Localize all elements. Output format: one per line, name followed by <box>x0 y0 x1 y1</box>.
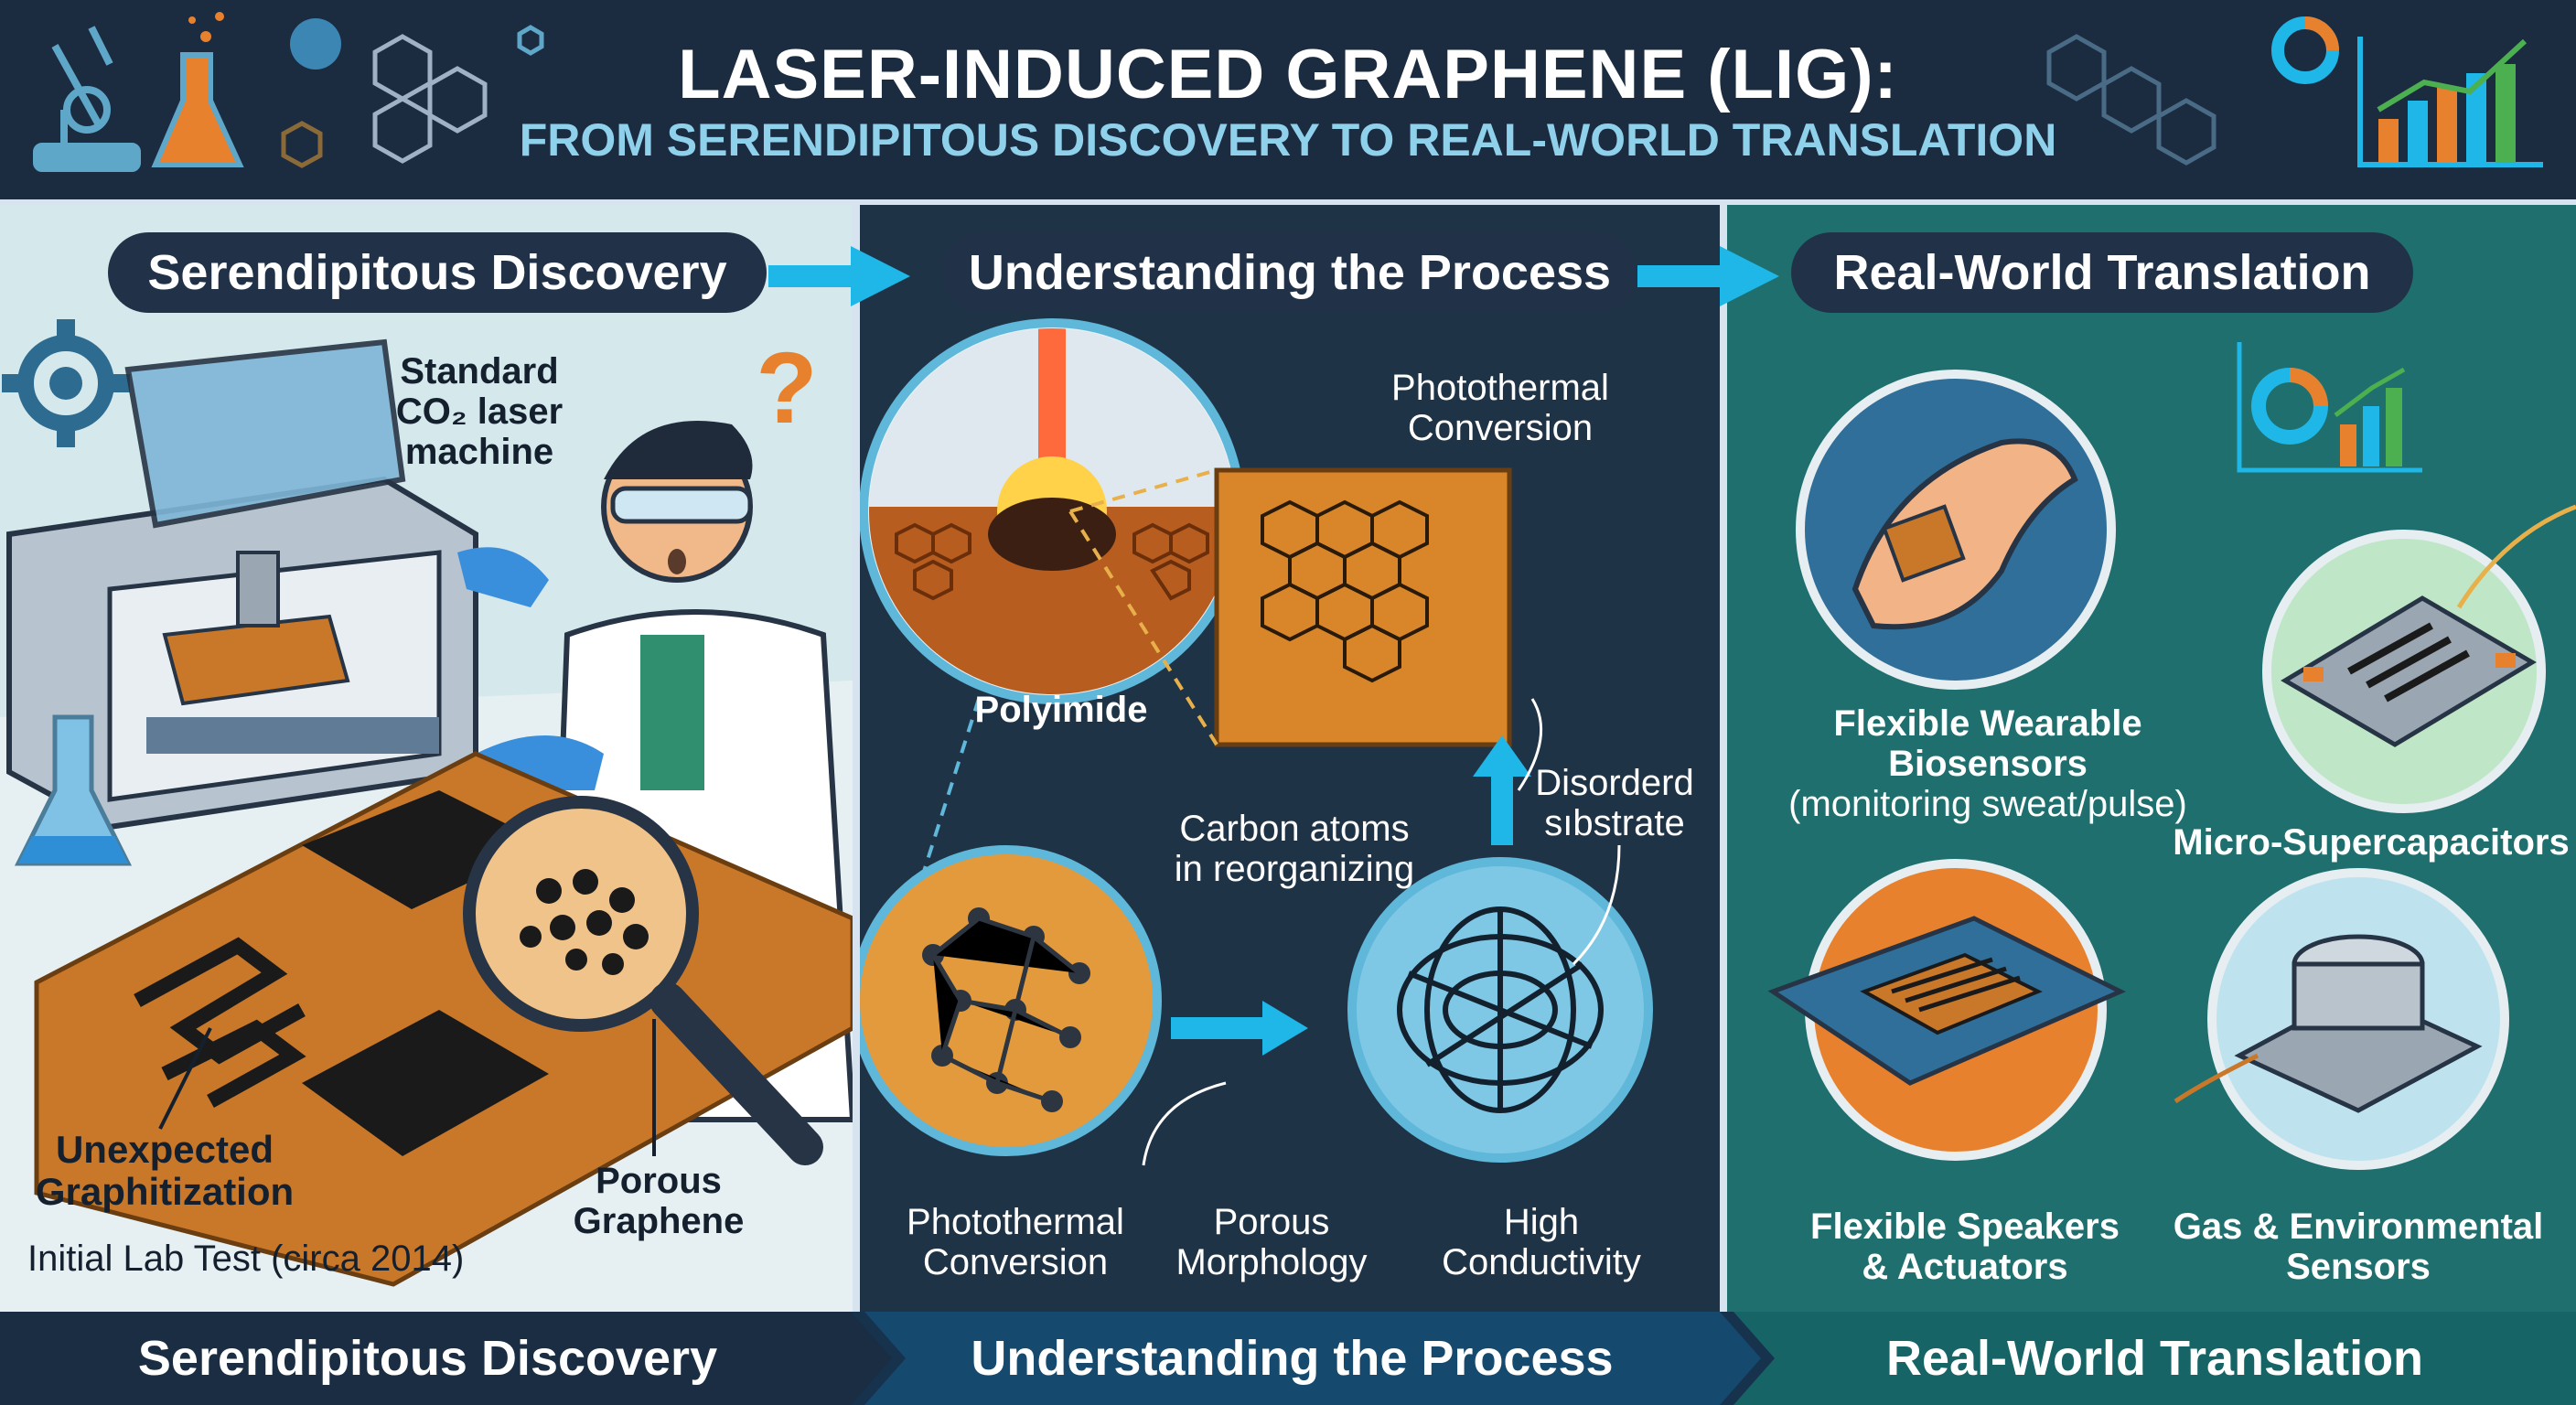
porous-morphology-label: Porous Morphology <box>1143 1202 1400 1282</box>
carbon-atoms-label: Carbon atoms in reorganizing <box>1153 809 1436 889</box>
machine-label: Standard CO₂ laser machine <box>370 351 589 472</box>
wearable-line1: Flexible Wearable <box>1833 703 2142 744</box>
header-divider <box>0 199 2576 205</box>
carbon-atoms-label-line2: in reorganizing <box>1174 849 1415 889</box>
porous-graphene-label: Porous Graphene <box>558 1161 759 1241</box>
high-conductivity-label: High Conductivity <box>1409 1202 1674 1282</box>
flow-arrow-1-icon <box>768 246 910 306</box>
machine-label-line2: CO₂ laser <box>395 391 564 432</box>
graphitization-label: Unexpected Graphitization <box>27 1128 302 1214</box>
wearable-biosensors-label: Flexible Wearable Biosensors (monitoring… <box>1773 703 2203 824</box>
speakers-actuators-label: Flexible Speakers & Actuators <box>1791 1207 2139 1287</box>
graphitization-label-line1: Unexpected <box>55 1128 274 1171</box>
microscope-icon <box>33 26 141 172</box>
arrow-up-icon <box>1473 735 1531 845</box>
carbon-atoms-label-line1: Carbon atoms <box>1179 809 1410 849</box>
carbon-atoms-circle <box>860 845 1162 1156</box>
gas-line2: Sensors <box>2286 1247 2431 1287</box>
photothermal-bottom-line1: Photothermal <box>907 1202 1124 1242</box>
speakers-line1: Flexible Speakers <box>1810 1207 2120 1247</box>
machine-label-line1: Standard <box>400 351 559 391</box>
flow-arrow-2-icon <box>1637 246 1779 306</box>
panel-separator-1 <box>853 205 860 1312</box>
polyimide-label: Polyimide <box>974 690 1148 730</box>
footer-discovery: Serendipitous Discovery <box>137 1331 718 1386</box>
beaker-illustration <box>14 714 133 866</box>
analytics-chart-icon <box>2237 342 2422 473</box>
gear-icon <box>2 319 130 447</box>
hexagon-network-icon <box>281 25 544 168</box>
header-icons <box>33 12 2543 172</box>
panel-translation: Real-World Translation Flexible Wearable… <box>1727 205 2576 1312</box>
footer-process: Understanding the Process <box>971 1331 1614 1386</box>
porous-morphology-line2: Morphology <box>1175 1242 1368 1282</box>
laser-machine-illustration <box>6 338 478 831</box>
chat-bubble-icon <box>290 18 341 70</box>
bubbles-icon <box>188 12 224 42</box>
heading-pill-translation: Real-World Translation <box>1791 232 2413 313</box>
high-conductivity-line1: High <box>1503 1202 1580 1242</box>
panel-translation-art <box>1727 205 2576 1312</box>
footer-translation: Real-World Translation <box>1885 1331 2424 1386</box>
disorderd-label-line1: Disorderd <box>1535 763 1694 803</box>
page-subtitle: FROM SERENDIPITOUS DISCOVERY TO REAL-WOR… <box>519 114 2057 166</box>
disorderd-substrate-label: Disorderd sıbstrate <box>1509 763 1720 843</box>
graphitization-label-line2: Graphitization <box>35 1170 295 1214</box>
heading-pill-process: Understanding the Process <box>942 232 1637 313</box>
hexagon-network-right-icon <box>2046 34 2216 166</box>
lab-test-label: Initial Lab Test (circa 2014) <box>27 1239 465 1279</box>
photothermal-top-line1: Photothermal <box>1391 368 1609 408</box>
panel-process-art <box>860 318 1653 1166</box>
photothermal-top-line2: Conversion <box>1407 408 1594 448</box>
porous-graphene-label-line2: Graphene <box>573 1201 745 1241</box>
laser-zoom-circle <box>860 318 1245 704</box>
page-title: LASER-INDUCED GRAPHENE (LIG): <box>678 36 1898 113</box>
panel-process: Understanding the Process Photothermal C… <box>860 205 1720 1312</box>
porous-graphene-label-line1: Porous <box>596 1161 722 1201</box>
supercapacitor-circle <box>2262 504 2576 813</box>
speakers-line2: & Actuators <box>1862 1247 2068 1287</box>
photothermal-top-label: Photothermal Conversion <box>1363 368 1637 448</box>
wearable-line3: (monitoring sweat/pulse) <box>1788 784 2187 824</box>
speaker-actuator-circle <box>1767 859 2126 1161</box>
wearable-biosensor-circle <box>1796 370 2116 690</box>
flow-arrows <box>768 246 1779 306</box>
bar-chart-icon <box>2357 37 2543 167</box>
photothermal-bottom-label: Photothermal Conversion <box>878 1202 1153 1282</box>
porous-network-circle <box>1347 857 1653 1163</box>
panel-separator-2 <box>1720 205 1727 1312</box>
heading-pill-discovery: Serendipitous Discovery <box>108 232 767 313</box>
gas-line1: Gas & Environmental <box>2173 1207 2544 1247</box>
gas-sensors-label: Gas & Environmental Sensors <box>2166 1207 2550 1287</box>
porous-morphology-line1: Porous <box>1213 1202 1330 1242</box>
machine-label-line3: machine <box>404 432 554 472</box>
footer-chevrons <box>0 1312 2576 1405</box>
disorderd-label-line2: sıbstrate <box>1544 803 1685 843</box>
donut-chart-icon <box>2271 16 2339 84</box>
high-conductivity-line2: Conductivity <box>1442 1242 1641 1282</box>
flask-icon <box>151 52 244 167</box>
magnifying-glass-icon <box>463 796 823 1165</box>
gas-sensor-circle <box>2174 868 2509 1170</box>
arrow-right-icon <box>1171 1001 1308 1056</box>
wearable-line2: Biosensors <box>1888 744 2088 784</box>
panel-discovery: Serendipitous Discovery Standard CO₂ las… <box>0 205 853 1312</box>
question-mark-glyph: ? <box>756 332 818 445</box>
photothermal-bottom-line2: Conversion <box>922 1242 1109 1282</box>
panel-discovery-art <box>0 205 853 1312</box>
supercapacitors-label: Micro-Supercapacitors <box>2173 822 2570 863</box>
graphene-zoom-square <box>1214 467 1512 747</box>
